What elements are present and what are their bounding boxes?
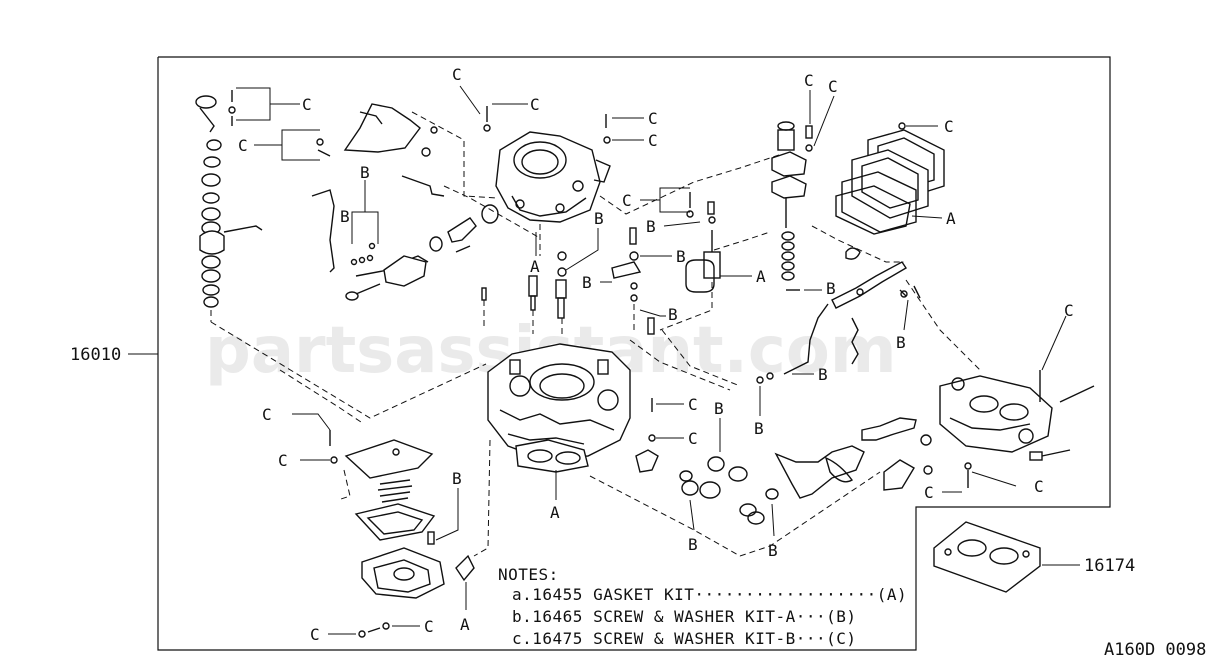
callout-a-4: A: [550, 503, 560, 522]
callout-c-11: C: [688, 395, 698, 414]
dash-air-horn: [411, 111, 497, 199]
callout-c-2: C: [238, 136, 248, 155]
callout-c-16: C: [262, 405, 272, 424]
accelerator-pump: [685, 230, 721, 293]
fast-idle-rod: [311, 189, 429, 301]
dash-assembly-left: [210, 321, 487, 419]
callout-c-17: C: [278, 451, 288, 470]
callout-c-12: C: [688, 429, 698, 448]
callout-b-7: B: [646, 217, 656, 236]
top-left-screws: [228, 90, 331, 157]
callout-b-14: B: [768, 541, 778, 560]
choke-linkage: [343, 103, 445, 197]
note-screw-washer-kit-b: c.16475 SCREW & WASHER KIT-B···(C): [512, 629, 857, 648]
callout-c-13: C: [1064, 301, 1074, 320]
callout-c-6: C: [648, 131, 658, 150]
callout-b-9: B: [826, 279, 836, 298]
callout-c-5: C: [648, 109, 658, 128]
callout-c-8: C: [804, 71, 814, 90]
float-and-needle: [771, 121, 813, 281]
throttle-link-right: [831, 247, 921, 365]
callout-c-10: C: [944, 117, 954, 136]
needle-valve-parts: [611, 227, 655, 335]
callout-b-3: B: [594, 209, 604, 228]
note-gasket-kit: a.16455 GASKET KIT··················(A): [512, 585, 907, 604]
callout-a-3: A: [946, 209, 956, 228]
bottom-washers: [679, 456, 779, 525]
air-horn-screws: [483, 106, 611, 144]
drawing-code: A160D 0098: [1104, 640, 1206, 660]
callout-b-2: B: [340, 207, 350, 226]
callout-b-6: B: [668, 305, 678, 324]
callout-c-9: C: [828, 77, 838, 96]
callout-c-15: C: [924, 483, 934, 502]
callout-a-1: A: [530, 257, 540, 276]
bottom-screws: [358, 622, 390, 638]
callout-a-5: A: [460, 615, 470, 634]
pump-rod: [756, 289, 829, 384]
callout-b-11: B: [754, 419, 764, 438]
callout-c-1: C: [302, 95, 312, 114]
callout-c-7: C: [622, 191, 632, 210]
callout-b-5: B: [582, 273, 592, 292]
callout-b-13: B: [688, 535, 698, 554]
main-frame: [157, 56, 1111, 651]
base-gasket-16174: [933, 521, 1041, 593]
callout-c-19: C: [424, 617, 434, 636]
callout-c-14: C: [1034, 477, 1044, 496]
left-stack-parts: [195, 95, 263, 322]
callout-c-18: C: [310, 625, 320, 644]
center-jets: [481, 251, 567, 338]
callout-c-4: C: [452, 65, 462, 84]
callout-a-2: A: [756, 267, 766, 286]
callout-b-10: B: [818, 365, 828, 384]
notes-heading: NOTES:: [498, 565, 559, 584]
callout-b-4: B: [676, 247, 686, 266]
part-number-16174: 16174: [1084, 556, 1135, 576]
throttle-levers: [774, 417, 933, 499]
note-screw-washer-kit-a: b.16465 SCREW & WASHER KIT-A···(B): [512, 607, 857, 626]
carburetor-body: [487, 343, 631, 473]
part-number-16010: 16010: [70, 345, 121, 365]
notes-block: NOTES: a.16455 GASKET KIT···············…: [498, 565, 907, 648]
air-horn: [495, 131, 611, 223]
callout-b-1: B: [360, 163, 370, 182]
throttle-body: [939, 375, 1095, 461]
body-side-screws: [635, 398, 659, 473]
power-valve-screws: [686, 192, 716, 224]
callout-c-3: C: [530, 95, 540, 114]
callout-b-12: B: [714, 399, 724, 418]
choke-diaphragm-assembly: [329, 430, 475, 599]
choke-shaft-parts: [429, 204, 499, 253]
callout-b-15: B: [452, 469, 462, 488]
air-cleaner-gasket-stack: [835, 129, 945, 235]
callout-b-8: B: [896, 333, 906, 352]
